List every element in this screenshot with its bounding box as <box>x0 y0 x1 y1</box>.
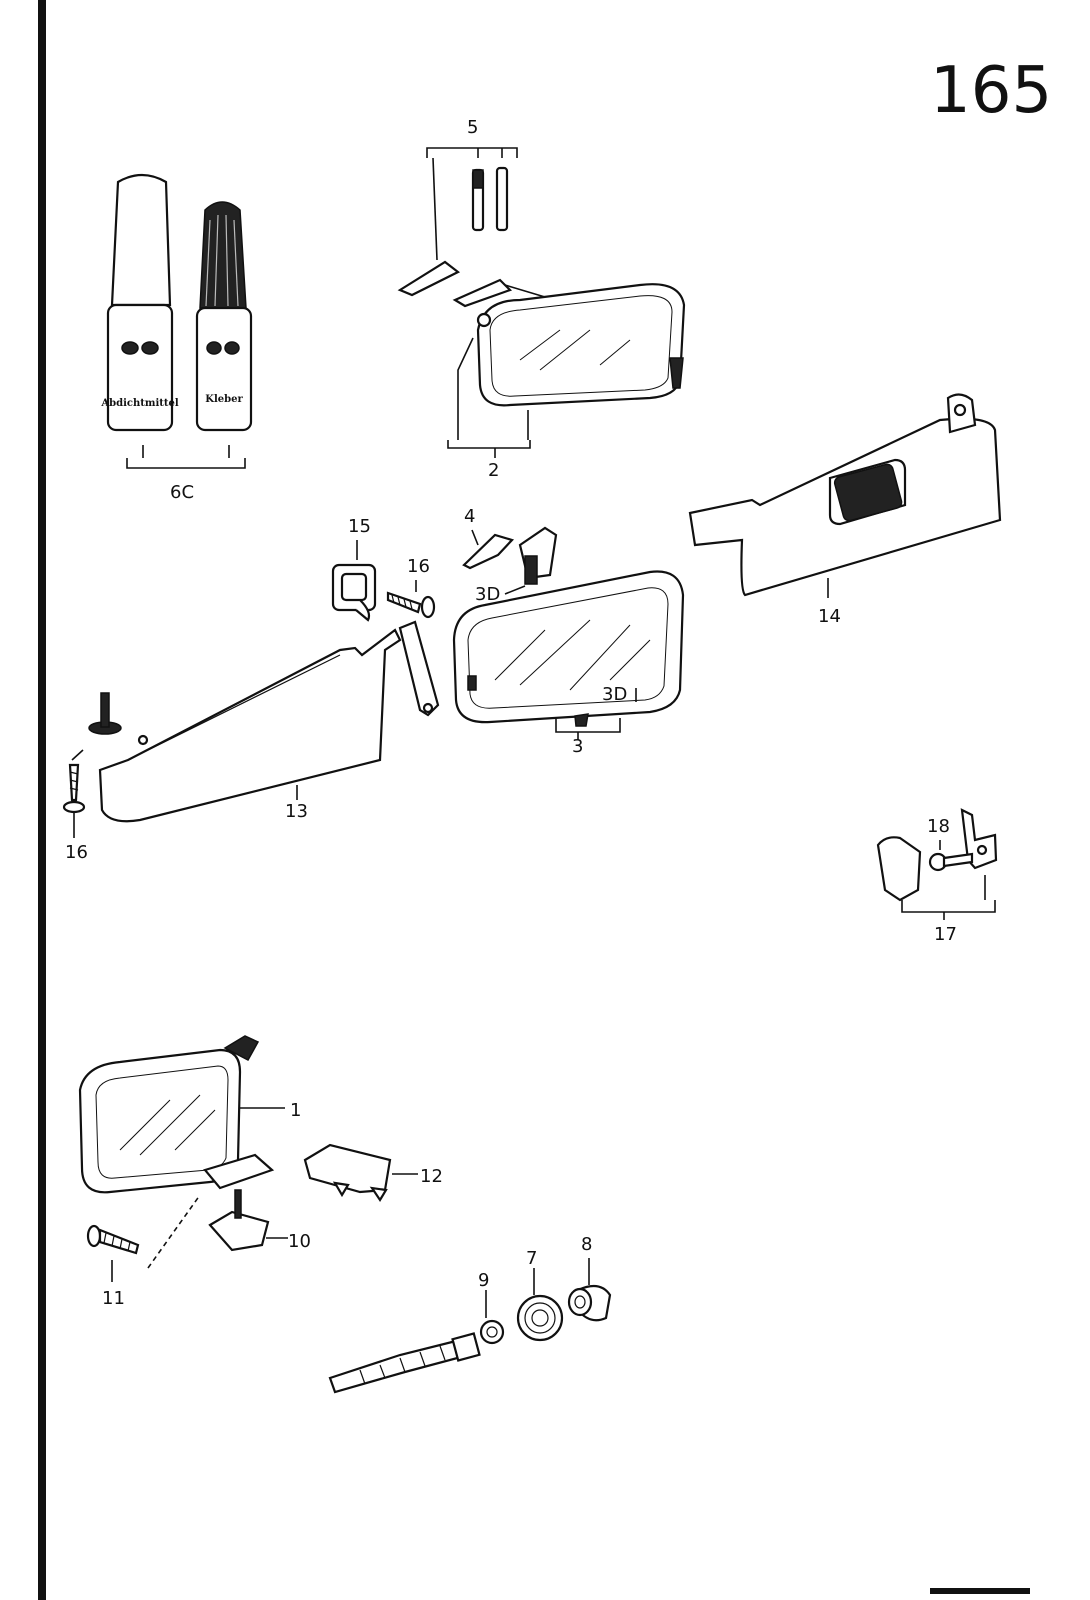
page-number: 165 <box>930 54 1052 128</box>
callout-6c: 6C <box>170 482 194 503</box>
callout-1: 1 <box>290 1100 301 1121</box>
sun-visor-13 <box>88 620 440 823</box>
screw-11 <box>86 1224 140 1255</box>
clip-15 <box>331 563 377 622</box>
screw-16-lower <box>62 763 86 814</box>
callout-16-lower: 16 <box>65 842 88 863</box>
interior-mirror-3 <box>452 526 685 727</box>
rearview-mirror-2 <box>397 260 686 407</box>
mounting-pins-5 <box>471 166 509 232</box>
callout-7: 7 <box>526 1248 537 1269</box>
callout-2: 2 <box>488 460 499 481</box>
cover-cap-12 <box>303 1143 392 1203</box>
bottle-label-1: Abdichtmittel <box>100 398 179 409</box>
screw-16-upper <box>386 591 436 619</box>
callout-3: 3 <box>572 736 583 757</box>
callout-11: 11 <box>102 1288 125 1309</box>
callout-16-upper: 16 <box>407 556 430 577</box>
callout-14: 14 <box>818 606 841 627</box>
callout-10: 10 <box>288 1231 311 1252</box>
nut-9 <box>479 1319 505 1345</box>
adhesive-bottles-6c: Abdichtmittel Kleber <box>100 173 253 432</box>
grommet-7 <box>516 1294 564 1342</box>
callout-5: 5 <box>467 117 478 138</box>
cover-4 <box>462 533 515 570</box>
bushing-8 <box>567 1284 612 1322</box>
callout-13: 13 <box>285 801 308 822</box>
sun-visor-14 <box>688 393 1002 597</box>
callout-15: 15 <box>348 516 371 537</box>
callout-3d-lower: 3D <box>602 684 627 705</box>
bottle-label-2: Kleber <box>205 394 243 405</box>
callout-17: 17 <box>934 924 957 945</box>
callout-18: 18 <box>927 816 950 837</box>
callout-9: 9 <box>478 1270 489 1291</box>
callout-3d-upper: 3D <box>475 584 500 605</box>
screw-18 <box>928 852 974 872</box>
corner-mark <box>930 1588 1030 1594</box>
mounting-base-10 <box>208 1189 270 1252</box>
callout-12: 12 <box>420 1166 443 1187</box>
binding-edge <box>38 0 46 1600</box>
callout-8: 8 <box>581 1234 592 1255</box>
adjuster-cable <box>230 1251 481 1394</box>
callout-4: 4 <box>464 506 475 527</box>
exterior-mirror-1 <box>78 1035 275 1194</box>
